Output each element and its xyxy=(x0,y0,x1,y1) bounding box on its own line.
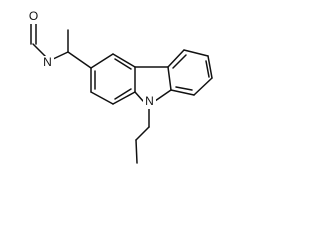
right-ring-inner-bond-2 xyxy=(205,60,210,78)
right-ring-bond-5 xyxy=(170,89,195,96)
left-benzene-ring xyxy=(90,53,136,105)
n-propyl-bond-3 xyxy=(135,139,138,164)
n-propyl-bond-2 xyxy=(135,126,150,141)
oxygen-atom-label: O xyxy=(29,9,38,23)
molecule-svg: O N N xyxy=(27,9,213,164)
ring-nitrogen-atom-label: N xyxy=(145,94,154,108)
left-ring-inner-bond-3 xyxy=(114,88,132,100)
amide-nitrogen-atom-label: N xyxy=(43,55,52,69)
propyl-chain xyxy=(135,107,150,164)
amide-nitrogen-label-background xyxy=(41,56,54,70)
pyrrole-bond-right xyxy=(167,66,172,91)
oxygen-label-background xyxy=(27,10,40,24)
formamide-group xyxy=(30,23,47,58)
right-ring-bond-1 xyxy=(167,49,185,68)
left-ring-bond-4 xyxy=(112,91,136,105)
left-ring-bond-2 xyxy=(112,53,136,68)
formyl-n-bond xyxy=(32,43,47,58)
ring-nitrogen-label-background xyxy=(143,95,156,109)
pyrrole-bond-n-left xyxy=(134,91,144,102)
right-ring-bond-2 xyxy=(183,49,209,57)
ethyl-linker xyxy=(50,29,92,69)
left-ring-bond-5 xyxy=(90,91,114,105)
right-ring-bond-4 xyxy=(193,77,213,96)
left-ring-inner-bond-2 xyxy=(114,58,132,70)
pyrrole-bond-n-right xyxy=(154,89,172,102)
right-ring-inner-bond-3 xyxy=(175,86,193,91)
ch-aryl-bond xyxy=(67,51,92,69)
right-benzene-ring xyxy=(167,49,213,96)
left-ring-bond-1 xyxy=(90,53,114,69)
atom-labels: O N N xyxy=(27,9,156,109)
right-ring-inner-bond-1 xyxy=(172,54,187,69)
pyrrole-ring xyxy=(134,66,172,102)
right-ring-bond-3 xyxy=(207,55,213,79)
structure-drawing: O N N xyxy=(27,9,213,164)
